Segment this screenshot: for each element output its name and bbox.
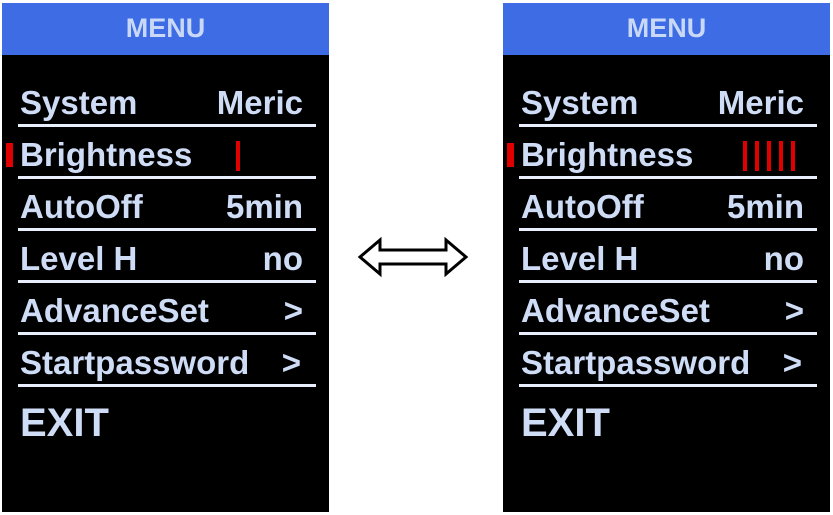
exit-button[interactable]: EXIT — [521, 401, 610, 445]
chevron-right-icon: > — [784, 292, 804, 329]
menu-item-label: Level H — [521, 240, 639, 277]
menu-item-value: Meric — [216, 84, 303, 121]
chevron-right-icon: > — [283, 292, 303, 329]
divider — [18, 384, 316, 387]
menu-item-label: Startpassword — [20, 344, 250, 381]
menu-item-level-h[interactable]: Level H no — [503, 237, 830, 287]
display-screen-right: MENU System Meric Brightness AutoOff 5mi… — [503, 3, 830, 512]
brightness-tick — [755, 141, 759, 171]
menu-item-label: AdvanceSet — [521, 292, 710, 329]
chevron-right-icon: > — [782, 344, 802, 381]
menu-item-level-h[interactable]: Level H no — [2, 237, 329, 287]
divider — [18, 176, 316, 179]
divider — [18, 228, 316, 231]
exit-button[interactable]: EXIT — [20, 401, 109, 445]
menu-item-value: no — [763, 240, 804, 277]
brightness-tick — [767, 141, 771, 171]
menu-header: MENU — [503, 3, 830, 55]
brightness-tick — [236, 141, 240, 171]
display-screen-left: MENU System Meric Brightness AutoOff 5mi… — [2, 3, 329, 512]
menu-item-startpassword[interactable]: Startpassword > — [2, 341, 329, 391]
brightness-tick — [791, 141, 795, 171]
divider — [519, 384, 817, 387]
menu-item-label: System — [521, 84, 639, 121]
menu-item-label: AutoOff — [521, 188, 644, 225]
menu-item-autooff[interactable]: AutoOff 5min — [2, 185, 329, 235]
menu-item-value: Meric — [717, 84, 804, 121]
menu-item-system[interactable]: System Meric — [503, 81, 830, 131]
divider — [519, 280, 817, 283]
menu-item-value: 5min — [726, 188, 804, 225]
brightness-tick — [743, 141, 747, 171]
divider — [18, 124, 316, 127]
brightness-tick — [779, 141, 783, 171]
menu-item-label: Level H — [20, 240, 138, 277]
double-arrow-icon — [357, 236, 469, 278]
menu-item-label: System — [20, 84, 138, 121]
divider — [519, 176, 817, 179]
menu-item-value: 5min — [225, 188, 303, 225]
menu-header: MENU — [2, 3, 329, 55]
menu-item-autooff[interactable]: AutoOff 5min — [503, 185, 830, 235]
selection-cursor — [6, 143, 13, 167]
menu-item-startpassword[interactable]: Startpassword > — [503, 341, 830, 391]
divider — [519, 124, 817, 127]
menu-item-label: Brightness — [521, 136, 694, 173]
menu-item-brightness[interactable]: Brightness — [503, 133, 830, 183]
selection-cursor — [507, 143, 514, 167]
menu-item-brightness[interactable]: Brightness — [2, 133, 329, 183]
menu-item-value: no — [262, 240, 303, 277]
divider — [18, 332, 316, 335]
menu-item-advanceset[interactable]: AdvanceSet > — [2, 289, 329, 339]
divider — [519, 332, 817, 335]
menu-item-label: Brightness — [20, 136, 193, 173]
menu-item-label: AutoOff — [20, 188, 143, 225]
menu-item-advanceset[interactable]: AdvanceSet > — [503, 289, 830, 339]
menu-item-label: Startpassword — [521, 344, 751, 381]
menu-item-label: AdvanceSet — [20, 292, 209, 329]
divider — [519, 228, 817, 231]
chevron-right-icon: > — [281, 344, 301, 381]
divider — [18, 280, 316, 283]
menu-item-system[interactable]: System Meric — [2, 81, 329, 131]
